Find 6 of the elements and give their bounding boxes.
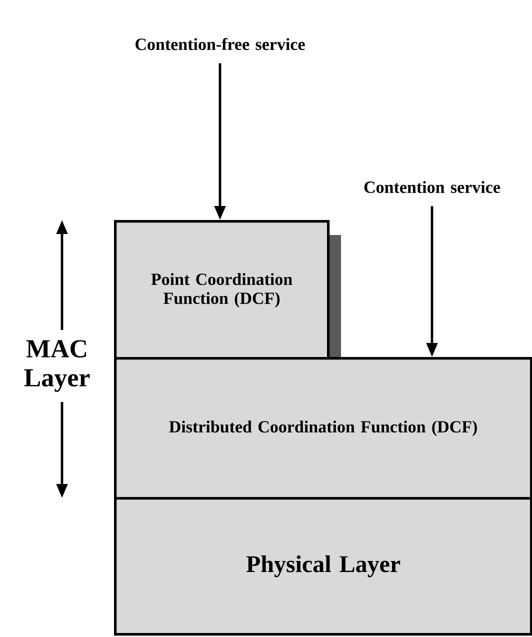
service-label: Contention service bbox=[364, 181, 500, 193]
function-box: Distributed Coordination Function (DCF) bbox=[114, 357, 532, 500]
service-label: Contention-free service bbox=[136, 38, 305, 50]
layer-label: MAC Layer bbox=[24, 340, 90, 392]
layer-box: Physical Layer bbox=[114, 497, 532, 636]
function-box: Point Coordination Function (DCF) bbox=[114, 220, 330, 361]
